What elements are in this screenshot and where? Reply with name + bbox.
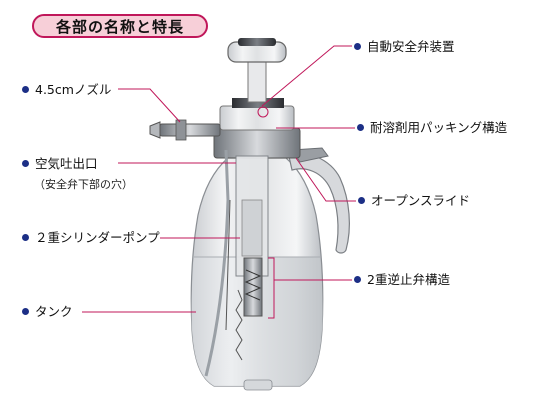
diagram-title: 各部の名称と特長 xyxy=(32,14,208,38)
bullet-icon xyxy=(358,197,365,204)
bullet-icon xyxy=(354,276,361,283)
bullet-icon xyxy=(22,308,29,315)
label-double-pump: ２重シリンダーポンプ xyxy=(22,230,160,246)
bullet-icon xyxy=(22,86,29,93)
bullet-icon xyxy=(22,160,29,167)
label-check-valve: 2重逆止弁構造 xyxy=(354,272,450,288)
bullet-icon xyxy=(357,124,364,131)
label-packing: 耐溶剤用パッキング構造 xyxy=(357,120,507,136)
label-tank: タンク xyxy=(22,304,73,320)
spring xyxy=(235,289,243,361)
check-valve-body xyxy=(243,257,263,317)
nozzle-arm xyxy=(159,123,221,137)
label-safety-valve: 自動安全弁装置 xyxy=(354,39,455,55)
label-air-outlet-sub: （安全弁下部の穴） xyxy=(34,178,133,191)
diagram-title-text: 各部の名称と特長 xyxy=(55,17,184,36)
bullet-icon xyxy=(22,234,29,241)
tank-liquid xyxy=(191,257,323,386)
bullet-icon xyxy=(354,43,361,50)
dip-tube xyxy=(204,149,230,377)
pump-shaft xyxy=(247,59,267,103)
label-air-outlet: 空気吐出口 xyxy=(22,156,98,172)
label-nozzle: 4.5cmノズル xyxy=(22,82,111,98)
handle xyxy=(287,151,350,254)
label-slide: オープンスライド xyxy=(358,193,470,209)
